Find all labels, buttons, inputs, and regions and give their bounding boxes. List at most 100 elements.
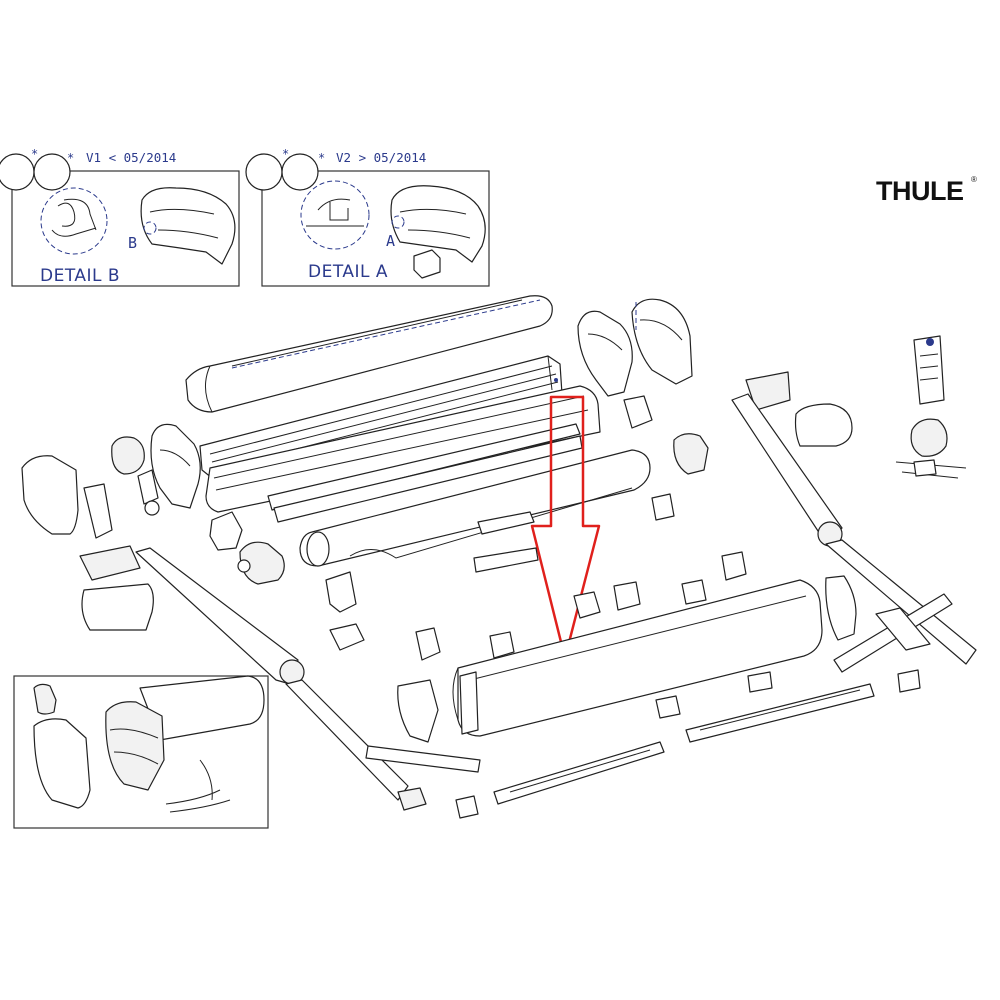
back-rail-body (205, 385, 601, 513)
rail-slider-1 (477, 511, 535, 535)
lower-rails (493, 683, 875, 805)
v2-circle-left (245, 153, 283, 191)
front-bar-line (461, 595, 807, 683)
top-cover-line (231, 299, 523, 367)
remote-button (926, 338, 934, 346)
roller-fabric-edge (349, 487, 633, 559)
motor-detail-frame (13, 675, 269, 829)
small-clip-8 (747, 671, 773, 693)
right-motor-cap (794, 403, 853, 447)
left-arm-foot (397, 787, 427, 811)
small-clip-10 (655, 695, 681, 719)
drive-shaft (137, 469, 159, 505)
clip-part-sketch (413, 249, 441, 279)
small-parts (325, 395, 921, 819)
wall-holder (910, 418, 948, 457)
remote-control (913, 335, 945, 405)
version-v1-frame (11, 170, 240, 287)
cassette-end (547, 355, 553, 391)
right-end-caps (577, 298, 693, 397)
motor-detail-drive (105, 701, 165, 791)
roller-end-plug (673, 433, 709, 475)
right-end-cover (825, 575, 857, 641)
end-cap-sketch-v1 (140, 187, 236, 265)
small-clip-7 (721, 551, 747, 581)
end-cap-sketch-v2 (390, 185, 486, 263)
small-clip-2 (415, 627, 441, 661)
roller-tube-end (306, 531, 330, 567)
small-clip-11 (455, 795, 479, 819)
red-arrow (530, 395, 601, 660)
back-rail (205, 385, 601, 513)
motor-detail-wires (165, 759, 231, 813)
top-cover-axis (231, 299, 541, 369)
bracket-left (209, 511, 243, 551)
logo-text: THULE (876, 176, 964, 206)
v1-circle-right (33, 153, 71, 191)
top-cover-profile (185, 295, 553, 413)
left-arm-lower (285, 679, 409, 801)
small-clip-1 (329, 623, 365, 651)
small-bracket-1 (623, 395, 653, 429)
right-endcap-inner (577, 310, 633, 397)
detail-b-title: DETAIL B (40, 266, 120, 286)
v1-star-a: * (31, 147, 38, 161)
detail-a-profile (306, 198, 364, 227)
top-cover-end (205, 365, 213, 413)
gear-housing (111, 436, 145, 475)
small-block-1 (651, 493, 675, 521)
detail-a-circle (300, 180, 370, 250)
small-clip-5 (613, 581, 641, 611)
detail-b-profile-2 (63, 198, 97, 231)
v2-version-label: V2 > 05/2014 (336, 150, 426, 165)
front-bar (452, 579, 823, 737)
callout-b-circle (143, 221, 157, 235)
lower-rail-right-line (699, 689, 861, 731)
small-clip-6 (681, 579, 707, 605)
remote-lines (919, 353, 939, 381)
v1-version-label: V1 < 05/2014 (86, 150, 176, 165)
motor-detail-drive-lines (109, 728, 159, 765)
lower-rail-left (493, 741, 665, 805)
small-cover (325, 571, 357, 613)
motor-detail-tube (139, 675, 265, 741)
left-arm-shoulder (79, 545, 141, 581)
gearbox-axle (237, 559, 251, 573)
drive-knob (144, 500, 160, 516)
remote-assembly (895, 335, 967, 479)
version-v2-frame (261, 170, 490, 287)
front-bar-left-end (452, 667, 459, 721)
small-clip-4 (573, 591, 601, 619)
front-bar-left-cap (397, 679, 439, 743)
right-arm (731, 371, 977, 673)
callout-b: B (128, 234, 137, 252)
left-arm-cover-lower (81, 583, 154, 631)
front-bar-endcap (459, 671, 479, 735)
motor-knob (33, 683, 57, 715)
v1-star-b: * (67, 151, 74, 165)
left-drive-assembly (111, 423, 285, 585)
lower-rail-left-line (509, 749, 651, 793)
wall-holder-base (913, 459, 937, 477)
back-rail-lines (213, 395, 589, 491)
callout-a: A (386, 232, 395, 250)
left-endcap (150, 423, 201, 509)
gearbox (239, 541, 285, 585)
rail-slider-2 (473, 547, 539, 573)
v1-circle-left (0, 153, 35, 191)
v2-circle-right (281, 153, 319, 191)
version-v1-panel: * * V1 < 05/2014 DETAIL B B (0, 147, 240, 287)
left-arm-cover (21, 455, 79, 535)
detail-b-profile (51, 202, 97, 237)
end-cap-sketch-v2-detail (399, 208, 471, 239)
end-cap-sketch-v1-detail (149, 208, 219, 239)
left-endcap-line (159, 449, 191, 467)
roller-tube-body (299, 449, 651, 567)
right-arm-bracket (875, 607, 931, 651)
left-arm (21, 455, 481, 811)
left-support-rod (365, 745, 481, 773)
logo-registered-mark: ® (971, 175, 977, 184)
motor-detail-panel (13, 675, 269, 829)
motor-detail-cover (33, 718, 91, 809)
detail-a-title: DETAIL A (308, 262, 388, 282)
